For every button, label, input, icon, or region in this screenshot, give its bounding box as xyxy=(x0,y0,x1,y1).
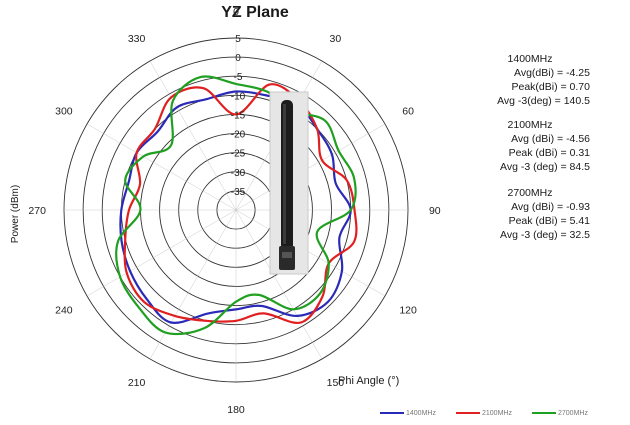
legend-label: 2100MHz xyxy=(482,410,512,417)
angle-grid xyxy=(64,38,408,382)
radial-tick-labels: 5 0 -5 -10 -15 -20 -25 -30 -35 xyxy=(231,34,246,198)
stats-row: Peak (dBi) = 5.41 xyxy=(508,215,590,227)
angle-tick-label: 30 xyxy=(330,33,342,45)
stats-row: Avg -3 (deg) = 84.5 xyxy=(500,161,590,173)
legend-label: 2700MHz xyxy=(558,410,588,417)
stats-row: Avg (dBi) = -0.93 xyxy=(511,201,590,213)
legend-label: 1400MHz xyxy=(406,410,436,417)
grid-spoke xyxy=(86,209,237,297)
grid-spoke xyxy=(235,209,323,360)
radial-tick-label: -30 xyxy=(231,168,246,179)
stats-block-1400: 1400MHz Avg(dBi) = -4.25 Peak(dBi) = 0.7… xyxy=(470,52,590,108)
radial-tick-label: -5 xyxy=(234,72,243,83)
series-line-2100MHz xyxy=(123,83,358,325)
angle-tick-label: 180 xyxy=(227,404,245,416)
stats-heading: 1400MHz xyxy=(507,53,553,65)
angle-tick-label: 150 xyxy=(327,377,345,389)
radial-tick-label: 0 xyxy=(235,53,241,64)
stats-heading: 2100MHz xyxy=(507,119,553,131)
angle-tick-label: 60 xyxy=(402,106,414,118)
stats-row: Avg (dBi) = -4.56 xyxy=(511,133,590,145)
x-axis-label: Phi Angle (°) xyxy=(338,375,400,387)
legend-item-2100: 2100MHz xyxy=(456,410,512,417)
angle-tick-labels: 0 30 60 90 120 150 180 210 240 270 300 330 xyxy=(28,6,440,416)
radial-tick-label: -10 xyxy=(231,91,246,102)
stats-row: Peak(dBi) = 0.70 xyxy=(511,81,590,93)
grid-spoke xyxy=(235,209,386,297)
stats-block-2700: 2700MHz Avg (dBi) = -0.93 Peak (dBi) = 5… xyxy=(470,186,590,242)
legend-item-2700: 2700MHz xyxy=(532,410,588,417)
stats-row: Avg(dBi) = -4.25 xyxy=(514,67,590,79)
chart-title: YZ Plane xyxy=(221,4,289,21)
angle-tick-label: 0 xyxy=(233,6,239,18)
angle-tick-label: 240 xyxy=(55,304,73,316)
grid-spoke xyxy=(235,123,386,211)
legend-swatch xyxy=(456,412,480,415)
stats-row: Avg -3(deg) = 140.5 xyxy=(497,95,590,107)
stats-row: Peak (dBi) = 0.31 xyxy=(508,147,590,159)
stats-heading: 2700MHz xyxy=(507,187,553,199)
angle-tick-label: 90 xyxy=(429,205,441,217)
y-axis-label: Power (dBm) xyxy=(10,184,21,244)
radial-tick-label: -35 xyxy=(231,187,246,198)
grid-spoke xyxy=(149,60,237,211)
angle-tick-label: 120 xyxy=(399,304,417,316)
angle-tick-label: 210 xyxy=(128,377,146,389)
stats-row: Avg -3 (deg) = 32.5 xyxy=(500,229,590,241)
antenna-photo xyxy=(269,91,309,275)
angle-tick-label: 270 xyxy=(28,205,46,217)
radial-tick-label: 5 xyxy=(235,34,241,45)
legend-swatch xyxy=(380,412,404,415)
grid-spoke xyxy=(149,209,237,360)
radial-tick-label: -15 xyxy=(231,110,246,121)
legend-swatch xyxy=(532,412,556,415)
grid-spoke xyxy=(86,123,237,211)
legend-item-1400: 1400MHz xyxy=(380,410,436,417)
radial-tick-label: -20 xyxy=(231,130,246,141)
series-layer xyxy=(115,75,358,336)
angle-tick-label: 300 xyxy=(55,106,73,118)
stats-block-2100: 2100MHz Avg (dBi) = -4.56 Peak (dBi) = 0… xyxy=(470,118,590,174)
series-line-2700MHz xyxy=(115,75,357,336)
angle-tick-label: 330 xyxy=(128,33,146,45)
radial-tick-label: -25 xyxy=(231,149,246,160)
